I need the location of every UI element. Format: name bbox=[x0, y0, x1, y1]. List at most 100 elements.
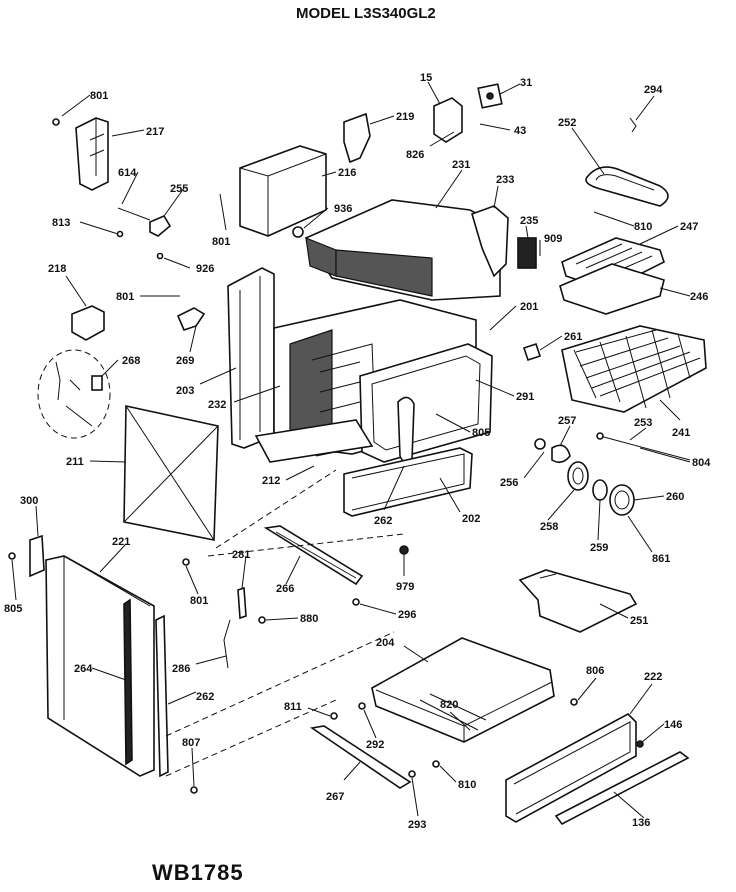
part-146-clip bbox=[636, 740, 644, 748]
callout: 826 bbox=[406, 149, 424, 161]
callout: 292 bbox=[366, 739, 384, 751]
callout-labels: 801 217 15 31 294 219 43 252 826 231 614… bbox=[4, 72, 711, 831]
part-269-bracket bbox=[176, 307, 206, 331]
callout: 293 bbox=[408, 819, 426, 831]
callout: 261 bbox=[564, 331, 582, 343]
callout: 806 bbox=[586, 665, 604, 677]
part-264-trim bbox=[123, 598, 133, 766]
callout: 810 bbox=[458, 779, 476, 791]
part-218-bracket bbox=[71, 305, 105, 341]
callout: 281 bbox=[232, 549, 250, 561]
callout: 241 bbox=[672, 427, 690, 439]
callout: 219 bbox=[396, 111, 414, 123]
callout: 264 bbox=[74, 663, 93, 675]
callout: 269 bbox=[176, 355, 194, 367]
callout: 31 bbox=[520, 77, 532, 89]
part-810-screw bbox=[432, 760, 440, 768]
part-204-drawer bbox=[371, 637, 555, 743]
part-261-knob bbox=[522, 342, 542, 362]
callout: 235 bbox=[520, 215, 538, 227]
part-235-plate bbox=[517, 237, 537, 269]
part-805-screw bbox=[8, 552, 16, 560]
callout: 880 bbox=[300, 613, 318, 625]
callout: 218 bbox=[48, 263, 66, 275]
callout: 820 bbox=[440, 699, 458, 711]
part-979-nut bbox=[399, 545, 409, 555]
part-260-ring bbox=[609, 484, 635, 516]
part-253-rod bbox=[599, 435, 691, 461]
part-136-trim-bar bbox=[554, 751, 690, 826]
callout: 810 bbox=[634, 221, 652, 233]
part-246-broil-pan bbox=[559, 263, 665, 315]
callout: 267 bbox=[326, 791, 344, 803]
part-294-clip bbox=[629, 117, 637, 133]
callout: 813 bbox=[52, 217, 70, 229]
callout: 247 bbox=[680, 221, 698, 233]
part-251-bake-element bbox=[518, 569, 638, 633]
model-title: MODEL L3S340GL2 bbox=[296, 5, 436, 22]
part-203-side-panel bbox=[227, 267, 275, 449]
callout: 258 bbox=[540, 521, 558, 533]
callout: 43 bbox=[514, 125, 526, 137]
callout: 212 bbox=[262, 475, 280, 487]
callout: 801 bbox=[212, 236, 230, 248]
part-241-oven-rack bbox=[561, 325, 707, 413]
part-256-bulb bbox=[534, 438, 546, 450]
callout: 255 bbox=[170, 183, 188, 195]
part-811-screw bbox=[330, 712, 338, 720]
part-drawings bbox=[8, 83, 707, 826]
callout: 251 bbox=[630, 615, 648, 627]
callout: 811 bbox=[284, 701, 302, 713]
callout: 262 bbox=[196, 691, 214, 703]
part-296-screw bbox=[352, 598, 360, 606]
callout: 246 bbox=[690, 291, 708, 303]
part-300-latch bbox=[29, 534, 45, 578]
callout: 801 bbox=[116, 291, 134, 303]
part-258-ring bbox=[567, 461, 589, 491]
callout: 222 bbox=[644, 671, 662, 683]
part-259-ring bbox=[592, 479, 608, 501]
part-217-bracket bbox=[75, 117, 109, 191]
callout: 801 bbox=[90, 90, 108, 102]
callout: 286 bbox=[172, 663, 190, 675]
diagram-code: WB1785 bbox=[152, 860, 244, 885]
callout: 233 bbox=[496, 174, 514, 186]
part-201-door-frame bbox=[359, 343, 493, 463]
part-222-drawer-front bbox=[505, 713, 637, 823]
part-216-cover bbox=[239, 145, 327, 237]
callout: 805 bbox=[472, 427, 490, 439]
callout: 262 bbox=[374, 515, 392, 527]
part-292-screw bbox=[358, 702, 366, 710]
part-801-screw bbox=[52, 118, 60, 126]
callout: 294 bbox=[644, 84, 663, 96]
part-212-bottom bbox=[254, 419, 374, 463]
callout: 909 bbox=[544, 233, 562, 245]
callout: 204 bbox=[376, 637, 395, 649]
part-293-screw bbox=[408, 770, 416, 778]
callout: 300 bbox=[20, 495, 38, 507]
callout: 231 bbox=[452, 159, 470, 171]
part-257-lamp bbox=[551, 444, 571, 464]
part-255-switch bbox=[149, 214, 172, 237]
part-268-harness-group bbox=[37, 349, 111, 439]
callout: 257 bbox=[558, 415, 576, 427]
callout: 807 bbox=[182, 737, 200, 749]
part-15-bracket bbox=[433, 97, 463, 143]
part-936-grommet bbox=[292, 226, 304, 238]
callout: 211 bbox=[66, 456, 84, 468]
part-252-element bbox=[585, 166, 669, 207]
callout: 201 bbox=[520, 301, 538, 313]
callout: 804 bbox=[692, 457, 711, 469]
callout: 266 bbox=[276, 583, 294, 595]
callout: 256 bbox=[500, 477, 518, 489]
part-267-drawer-rail bbox=[309, 725, 412, 789]
callout: 146 bbox=[664, 719, 682, 731]
callout: 253 bbox=[634, 417, 652, 429]
part-202-lower-frame bbox=[343, 447, 473, 517]
callout: 259 bbox=[590, 542, 608, 554]
callout: 221 bbox=[112, 536, 130, 548]
callout: 936 bbox=[334, 203, 352, 215]
part-221-door-panel bbox=[45, 555, 155, 777]
callout: 861 bbox=[652, 553, 670, 565]
